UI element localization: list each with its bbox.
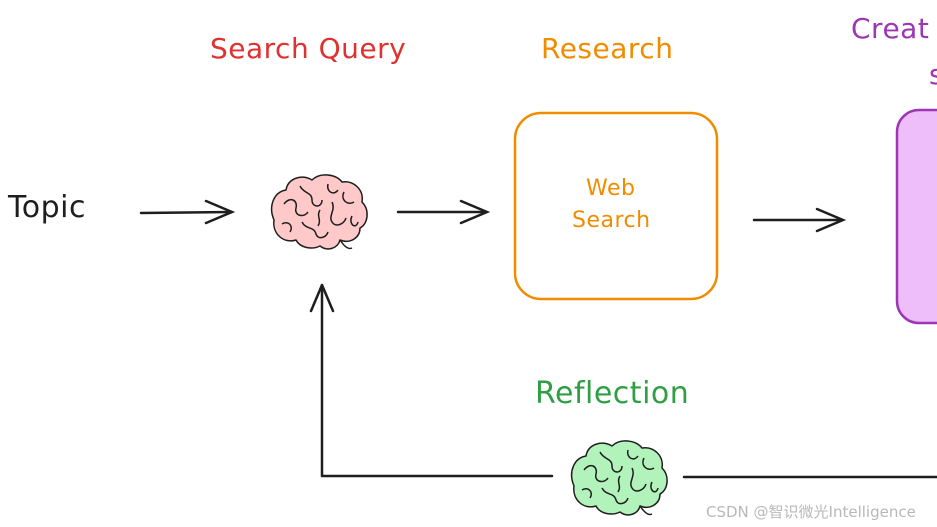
web-search-line2: Search [572, 208, 651, 233]
create-label-line2: s [929, 58, 937, 91]
web-search-line1: Web [586, 176, 636, 201]
search-query-label: Search Query [210, 32, 407, 65]
arrow-research-to-create [752, 207, 847, 233]
research-label: Research [541, 32, 674, 65]
web-search-box [513, 111, 719, 301]
reflection-brain-icon [570, 440, 668, 516]
reflection-label: Reflection [535, 376, 690, 411]
create-label: Creat [851, 12, 930, 45]
reflection-loop-line [309, 283, 937, 479]
arrow-query-to-research [396, 199, 491, 225]
arrow-topic-to-query [139, 199, 236, 225]
watermark-text: CSDN @智识微光Intelligence [706, 503, 916, 521]
search-brain-icon [270, 174, 368, 250]
topic-label: Topic [8, 190, 86, 225]
create-box [895, 108, 937, 325]
